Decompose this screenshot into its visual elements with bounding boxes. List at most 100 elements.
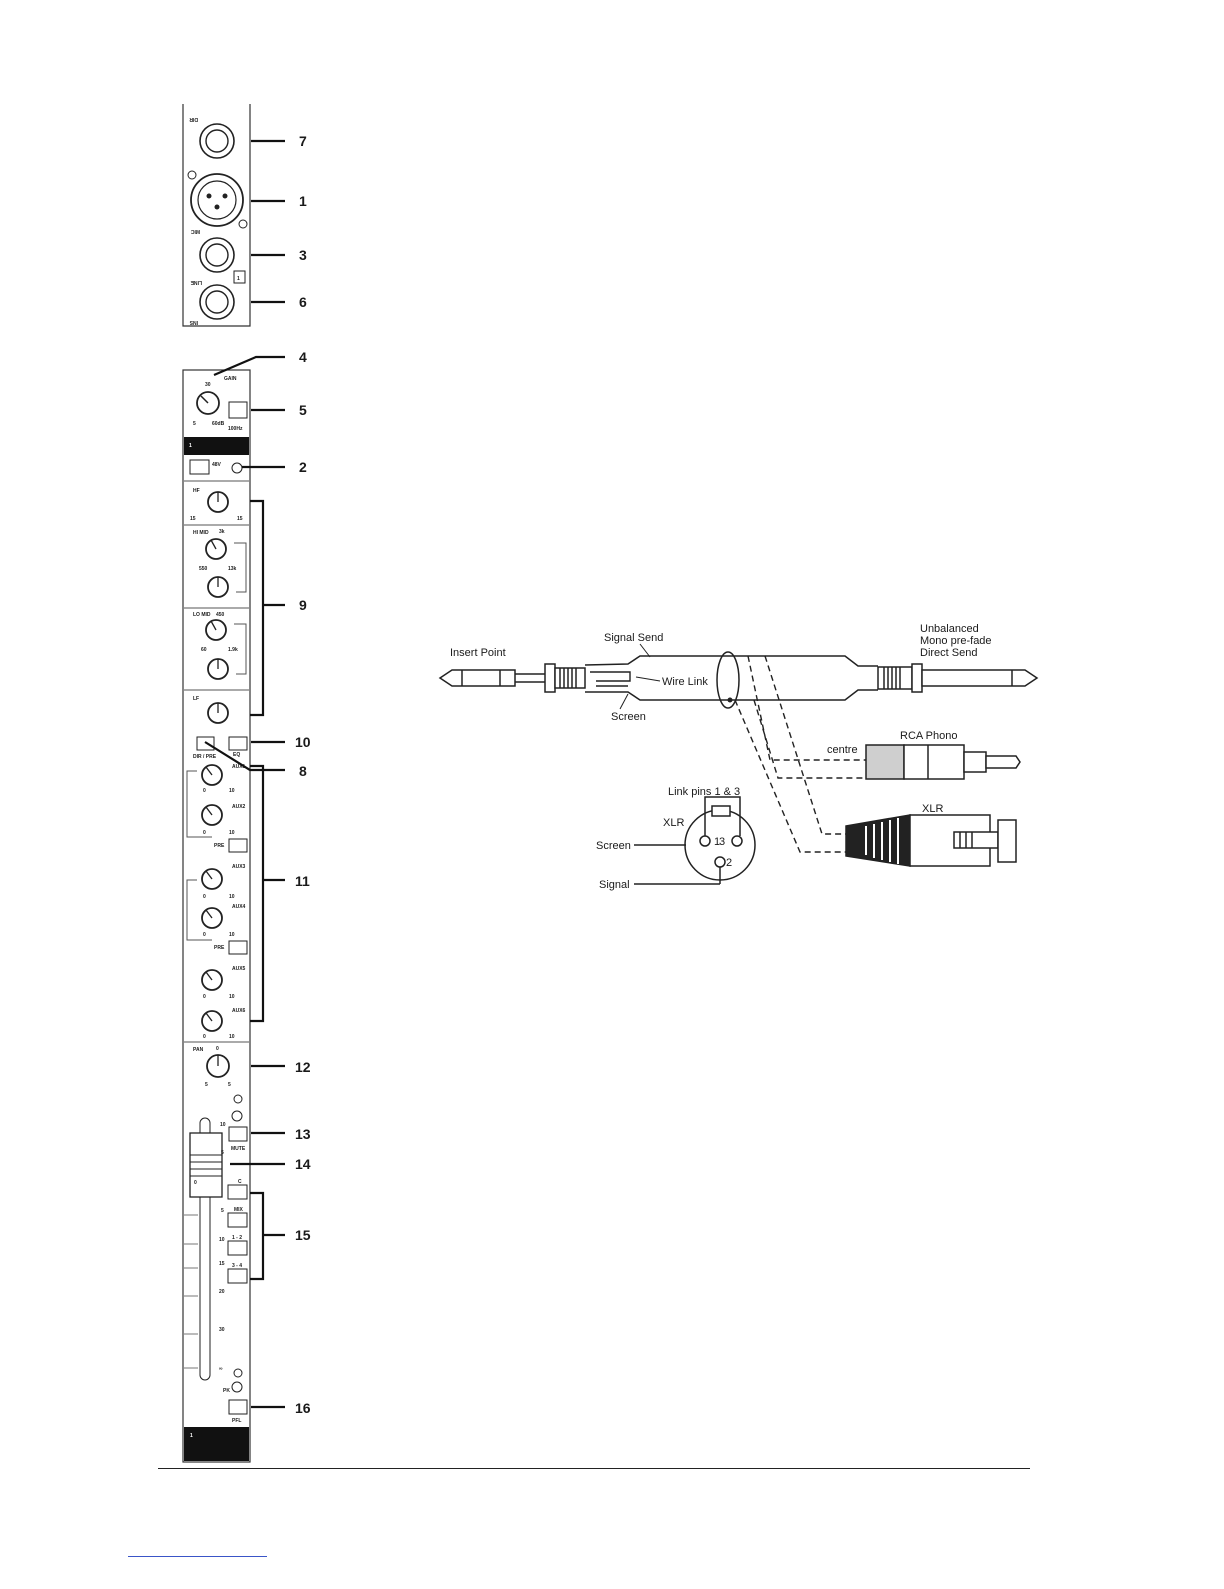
phantom-label: 48V xyxy=(212,462,222,468)
mic-label: MIC xyxy=(190,228,200,234)
eq-hf-label: HF xyxy=(193,488,200,494)
aux4-knob[interactable] xyxy=(201,907,223,929)
callout-7: 7 xyxy=(299,133,307,149)
aux4-label: AUX4 xyxy=(232,904,246,910)
mute-led xyxy=(231,1110,243,1122)
callout-3: 3 xyxy=(299,247,307,263)
hi-mid-freq-knob[interactable] xyxy=(205,538,227,560)
right-ts-plug xyxy=(877,663,1039,693)
aux4-min: 0 xyxy=(203,932,206,938)
pfl-switch[interactable] xyxy=(228,1399,248,1415)
callout-15: 15 xyxy=(295,1227,311,1243)
channel-strip: GAIN 30 5 60dB 100Hz 1 48V HF 15 15 HI M… xyxy=(182,369,251,1463)
route-34-switch[interactable] xyxy=(227,1268,248,1284)
aux2-label: AUX2 xyxy=(232,804,246,810)
xlr-pin-1: 1 xyxy=(714,836,720,848)
pan-center-label: 0 xyxy=(216,1046,219,1052)
strip-number-bottom: 1 xyxy=(190,1433,193,1439)
aux1-knob[interactable] xyxy=(201,764,223,786)
callout-1: 1 xyxy=(299,193,307,209)
lo-mid-freq-max: 1.9k xyxy=(228,647,238,653)
mute-switch[interactable] xyxy=(228,1126,248,1142)
hpf-label: 100Hz xyxy=(228,426,243,432)
fader-minus-30: 30 xyxy=(219,1327,225,1333)
callout-6: 6 xyxy=(299,294,307,310)
aux2-max: 10 xyxy=(229,830,235,836)
dir-pre-label: DIR / PRE xyxy=(193,754,217,760)
channel-number-box: 1 xyxy=(237,276,240,282)
eq-lf-label: LF xyxy=(193,696,199,702)
phantom-switch[interactable] xyxy=(189,459,210,475)
strip-number-bottom-bar xyxy=(184,1427,249,1461)
route-mix-switch[interactable] xyxy=(227,1212,248,1228)
fader-minus-5: 5 xyxy=(221,1208,224,1214)
gain-knob[interactable] xyxy=(196,391,220,415)
gain-max-label: 60dB xyxy=(212,421,225,427)
wire-link-label: Wire Link xyxy=(662,676,708,688)
peak-led xyxy=(231,1381,243,1393)
direct-out-jack xyxy=(199,123,235,159)
insert-jack xyxy=(199,284,235,320)
route-12-switch[interactable] xyxy=(227,1240,248,1256)
aux3-label: AUX3 xyxy=(232,864,246,870)
dir-label: DIR xyxy=(189,116,198,122)
aux34-pre-switch[interactable] xyxy=(228,940,248,955)
xlr-pinout-label: XLR xyxy=(663,817,684,829)
aux5-min: 0 xyxy=(203,994,206,1000)
gain-label: GAIN xyxy=(224,376,237,382)
strip-number-top: 1 xyxy=(189,443,192,449)
footer-link-underline xyxy=(128,1556,267,1557)
aux6-min: 0 xyxy=(203,1034,206,1040)
aux1-label: AUX1 xyxy=(232,764,246,770)
eq-in-switch[interactable] xyxy=(228,736,248,751)
lo-mid-freq-center: 450 xyxy=(216,612,225,618)
gain-min-label: 5 xyxy=(193,421,196,427)
route-12-label: 1 - 2 xyxy=(232,1235,242,1241)
footer-rule xyxy=(158,1468,1030,1469)
aux5-knob[interactable] xyxy=(201,969,223,991)
mic-xlr-socket xyxy=(190,173,244,227)
screen-pin-label: Screen xyxy=(596,840,631,852)
aux5-max: 10 xyxy=(229,994,235,1000)
hpf-switch[interactable] xyxy=(228,401,248,419)
mute-label: MUTE xyxy=(231,1146,246,1152)
signal-pin-label: Signal xyxy=(599,879,630,891)
fader-minus-15: 15 xyxy=(219,1261,225,1267)
callout-4: 4 xyxy=(299,349,307,365)
screen-label: Screen xyxy=(611,711,646,723)
aux6-max: 10 xyxy=(229,1034,235,1040)
callout-12: 12 xyxy=(295,1059,311,1075)
aux12-pre-label: PRE xyxy=(214,843,225,849)
aux2-knob[interactable] xyxy=(201,804,223,826)
callout-numbers: 7 1 3 6 4 5 2 9 10 8 11 12 13 14 15 16 xyxy=(295,133,311,1416)
xlr-pin-2: 2 xyxy=(726,857,732,869)
insert-point-label: Insert Point xyxy=(450,647,506,659)
rca-phono-label: RCA Phono xyxy=(900,730,957,742)
eq-hi-mid-label: HI MID xyxy=(193,530,209,536)
rca-phono-plug xyxy=(865,744,1021,780)
pk-label: PK xyxy=(223,1388,230,1394)
fader-5: 5 xyxy=(221,1150,224,1156)
gain-top-label: 30 xyxy=(205,382,211,388)
insert-cable-diagram: 1 3 2 Insert Point Signal Send Wire Link… xyxy=(438,623,1039,891)
hf-scale-high: 15 xyxy=(237,516,243,522)
direct-send-label: Direct Send xyxy=(920,647,977,659)
fader-cap[interactable] xyxy=(189,1132,223,1198)
callout-11: 11 xyxy=(295,873,310,889)
aux6-label: AUX6 xyxy=(232,1008,246,1014)
phantom-led xyxy=(231,462,243,474)
aux6-knob[interactable] xyxy=(201,1010,223,1032)
callout-10: 10 xyxy=(295,734,311,750)
aux3-knob[interactable] xyxy=(201,868,223,890)
route-mix-label: MIX xyxy=(234,1207,244,1213)
route-c-switch[interactable] xyxy=(227,1184,248,1200)
lo-mid-freq-knob[interactable] xyxy=(205,619,227,641)
xlr-pin-3: 3 xyxy=(719,836,725,848)
callout-9: 9 xyxy=(299,597,307,613)
fader-infinity: ∞ xyxy=(219,1366,223,1372)
aux12-pre-switch[interactable] xyxy=(228,838,248,853)
ins-label: INS xyxy=(189,319,198,325)
line-jack xyxy=(199,237,235,273)
